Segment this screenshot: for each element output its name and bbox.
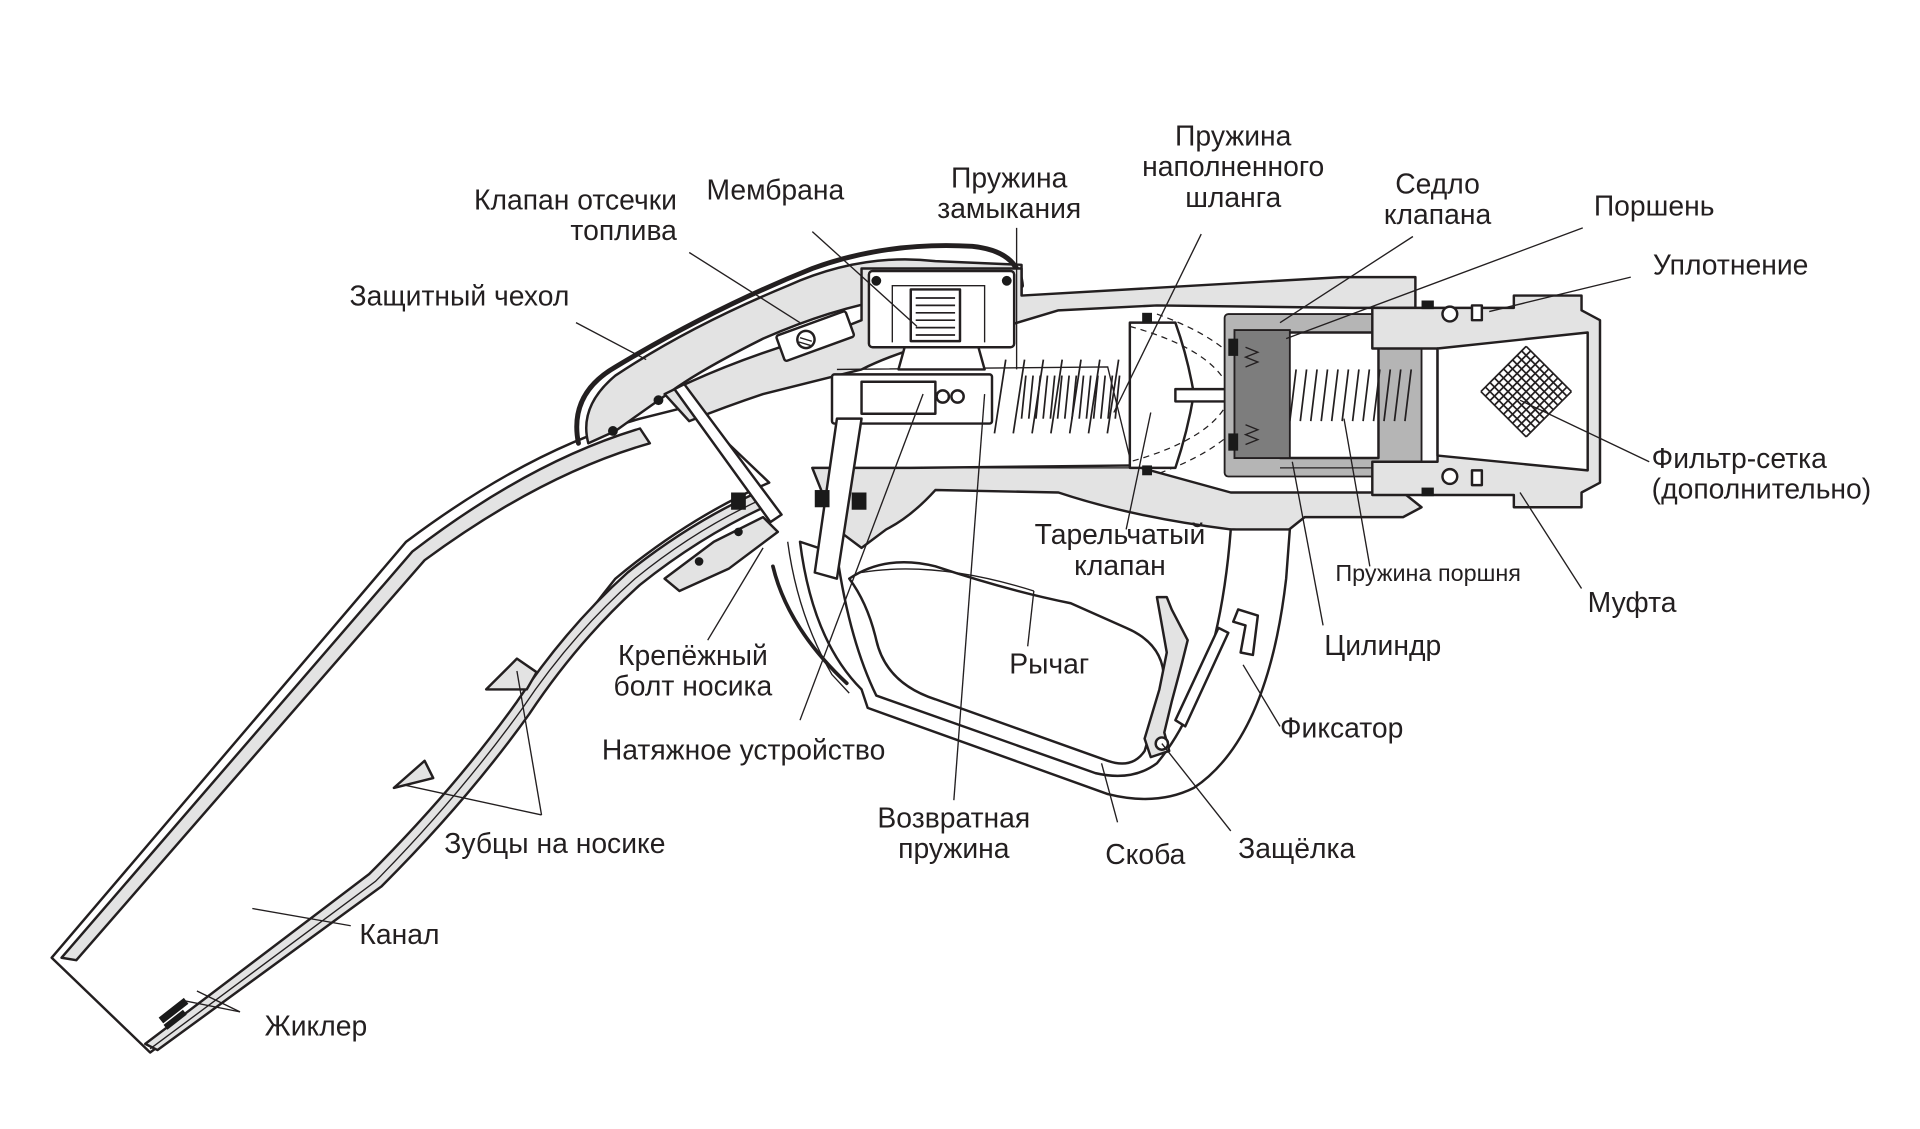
lever: [848, 561, 1166, 765]
label-membrane: Мембрана: [706, 174, 844, 206]
lock-fixator: [1232, 608, 1260, 657]
spout: [50, 405, 771, 1054]
filter-mesh-line: [1521, 386, 1568, 433]
label-piston-spring: Пружина поршня: [1335, 560, 1521, 586]
label-filter-line2: (дополнительно): [1652, 473, 1872, 505]
filter-mesh-line: [1480, 390, 1527, 438]
label-closing-spring-line2: замыкания: [937, 192, 1081, 224]
label-poppet-valve-line2: клапан: [1074, 549, 1166, 581]
label-valve-seat-line2: клапана: [1384, 198, 1492, 230]
label-channel: Канал: [359, 918, 439, 950]
label-hose-spring-line2: наполненного: [1142, 150, 1324, 182]
filter-mesh-line: [1516, 381, 1563, 429]
label-poppet-valve-line1: Тарельчатый: [1035, 518, 1206, 550]
filter-mesh: [1480, 345, 1573, 438]
leader-lines: [184, 227, 1650, 1013]
piston-spring: [1288, 369, 1413, 422]
piston: [1228, 329, 1291, 459]
poppet-valve: [1128, 312, 1257, 476]
label-shutoff-valve-line2: топлива: [570, 214, 677, 246]
label-hose-spring-line1: Пружина: [1175, 119, 1292, 151]
label-spout-bolt-line2: болт носика: [614, 670, 773, 702]
label-jet: Жиклер: [265, 1009, 368, 1041]
trigger-guard: [771, 528, 1292, 801]
label-return-spring-line2: пружина: [898, 832, 1010, 864]
filter-mesh-line: [1511, 377, 1559, 424]
label-tension-device: Натяжное устройство: [602, 734, 886, 766]
filter-mesh-line: [1498, 372, 1545, 420]
label-return-spring-line1: Возвратная: [877, 801, 1030, 833]
closing-spring: [993, 359, 1120, 434]
coupling: [1371, 294, 1602, 509]
filter-mesh-line: [1489, 381, 1536, 429]
shutoff-valve: [775, 310, 856, 363]
filter-mesh-line: [1493, 377, 1541, 424]
valve-rod: [830, 373, 994, 425]
label-spout-teeth: Зубцы на носике: [444, 827, 665, 859]
filter-mesh-line: [1502, 368, 1550, 415]
filter-mesh-line: [1507, 372, 1554, 420]
tension-device: [813, 417, 867, 580]
spout-bolt: [663, 382, 783, 593]
label-coupling: Муфта: [1588, 586, 1677, 618]
full-hose-spring: [1020, 375, 1121, 419]
label-cylinder: Цилиндр: [1324, 629, 1441, 661]
label-valve-seat-line1: Седло: [1395, 167, 1480, 199]
membrane-assembly: [867, 269, 1016, 371]
label-latch: Защёлка: [1238, 832, 1355, 864]
label-shutoff-valve-line1: Клапан отсечки: [474, 183, 677, 215]
filter-mesh-line: [1484, 386, 1532, 433]
label-piston: Поршень: [1594, 190, 1715, 222]
label-filter-line1: Фильтр-сетка: [1652, 442, 1827, 474]
label-lever: Рычаг: [1009, 647, 1089, 679]
label-hose-spring-line3: шланга: [1185, 181, 1281, 213]
latch: [1143, 595, 1230, 759]
labels: Клапан отсечки топлива Мембрана Пружина …: [265, 119, 1872, 1041]
label-closing-spring-line1: Пружина: [951, 161, 1068, 193]
label-guard: Скоба: [1105, 838, 1185, 870]
label-seal: Уплотнение: [1653, 249, 1808, 281]
label-protective-cover: Защитный чехол: [350, 279, 570, 311]
label-spout-bolt-line1: Крепёжный: [618, 639, 768, 671]
label-fixator: Фиксатор: [1280, 711, 1403, 743]
